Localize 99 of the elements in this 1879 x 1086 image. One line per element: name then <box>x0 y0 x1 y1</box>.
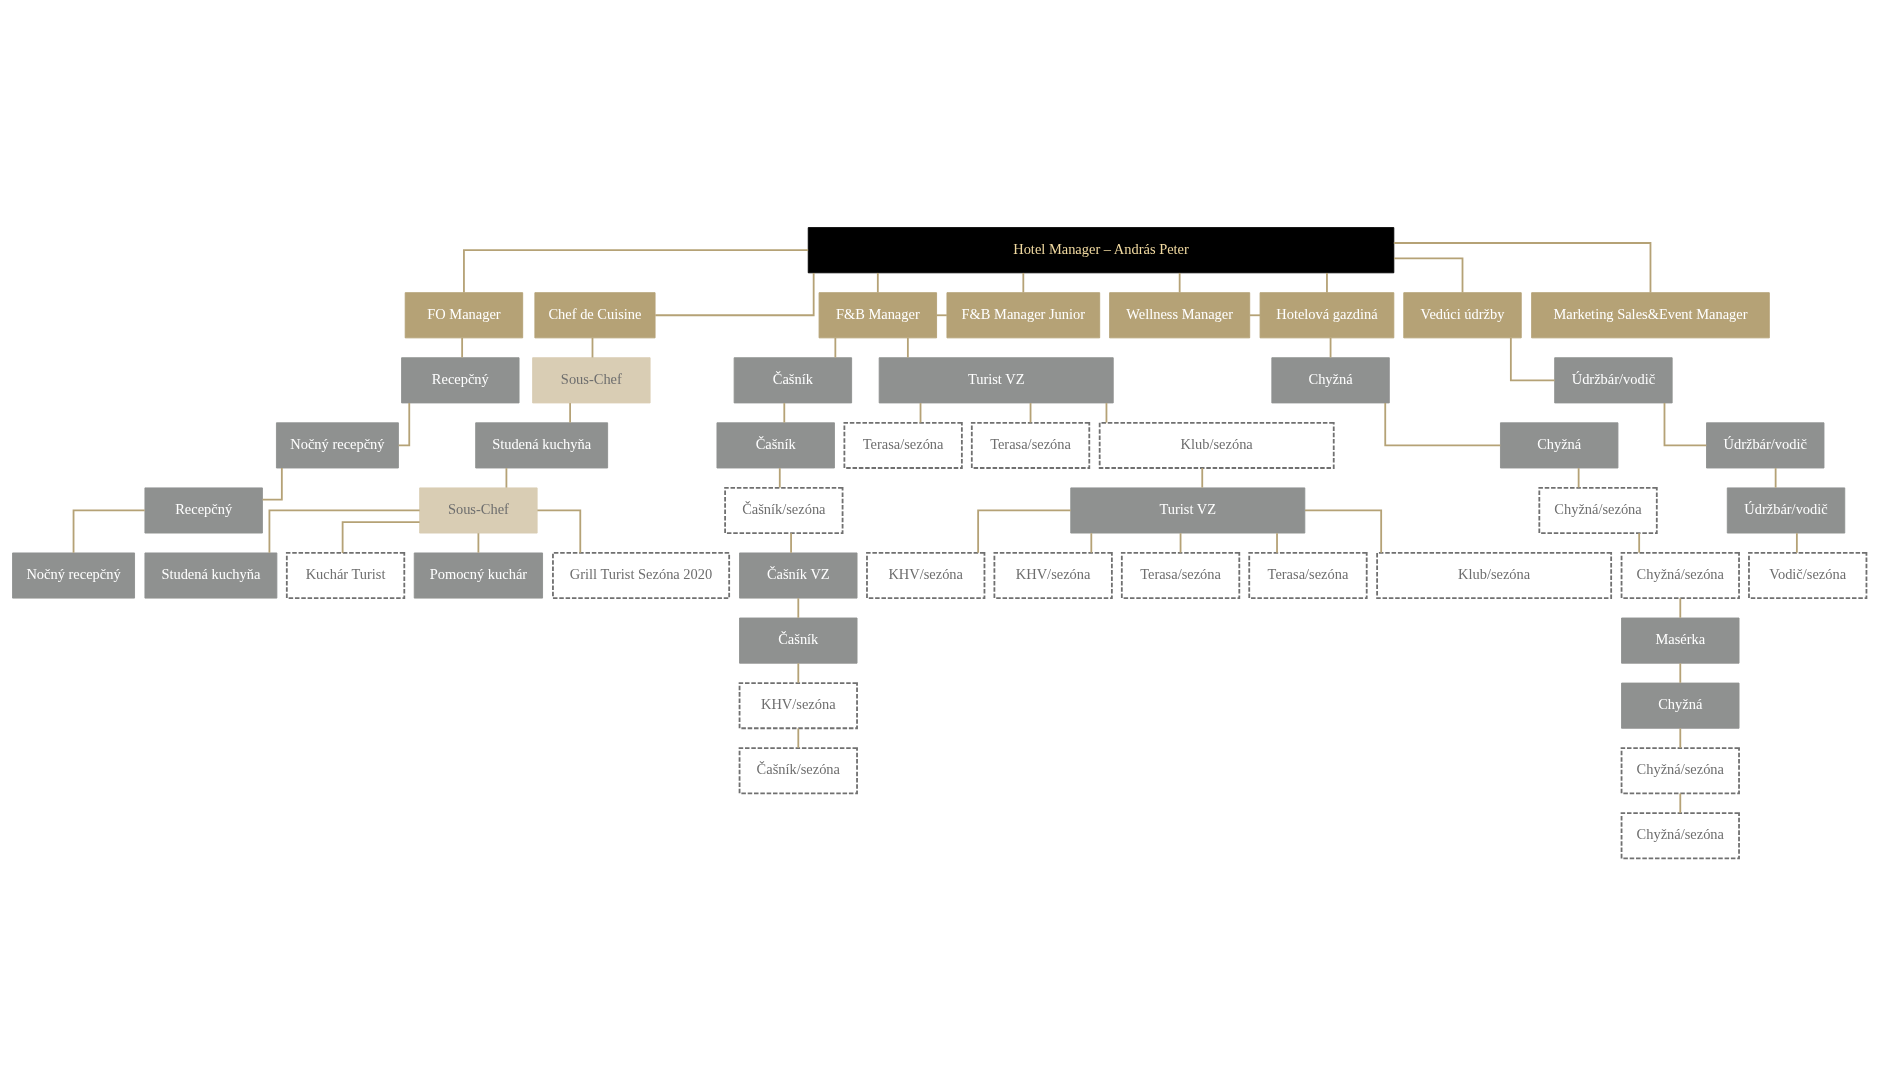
connector <box>1276 532 1278 554</box>
connector <box>1105 402 1108 424</box>
node-box: KHV/sezóna <box>866 552 986 600</box>
node-box: Čašník <box>739 617 858 664</box>
node-box: Chyžná <box>1271 357 1390 404</box>
connector <box>906 337 909 359</box>
node-box: Chyžná <box>1621 682 1740 729</box>
node-box: Nočný recepčný <box>275 422 399 469</box>
node-box: Chyžná/sezóna <box>1620 552 1740 600</box>
connector <box>1392 242 1652 294</box>
node-box: KHV/sezóna <box>993 552 1113 600</box>
connector <box>1178 272 1181 294</box>
connector <box>919 402 922 424</box>
connector <box>1029 402 1032 424</box>
node-box: Vodič/sezóna <box>1748 552 1868 600</box>
connector <box>1679 662 1682 684</box>
connector <box>477 532 480 554</box>
connector <box>1022 272 1025 294</box>
connector <box>876 272 879 294</box>
connector <box>1179 532 1182 554</box>
connector <box>1090 532 1093 554</box>
node-box: Údržbár/vodič <box>1706 422 1825 469</box>
connector <box>1384 402 1502 447</box>
connector <box>1795 532 1798 554</box>
node-box: Sous-Chef <box>532 357 651 404</box>
node-box: Chyžná <box>1500 422 1619 469</box>
connector <box>1577 467 1580 489</box>
node-box: KHV/sezóna <box>738 682 858 730</box>
node-box: Klub/sezóna <box>1098 421 1335 469</box>
node-box: Čašník <box>733 357 853 404</box>
node-box: Čašník/sezóna <box>738 747 858 795</box>
node-box: Hotelová gazdiná <box>1259 292 1395 339</box>
node-box: Chyžná/sezóna <box>1620 812 1740 860</box>
node-box: Hotel Manager – András Peter <box>807 227 1395 274</box>
connector <box>834 337 837 359</box>
node-box: Údržbár/vodič <box>1554 357 1673 404</box>
node-box: Grill Turist Sezóna 2020 <box>552 552 731 600</box>
connector <box>1679 597 1682 619</box>
node-box: Terasa/sezóna <box>970 421 1091 469</box>
connector <box>1663 402 1708 447</box>
connector <box>935 314 948 317</box>
node-box: Klub/sezóna <box>1376 552 1613 600</box>
connector <box>797 727 800 749</box>
connector <box>591 337 594 359</box>
connector <box>341 521 421 554</box>
connector <box>977 509 1072 554</box>
connector <box>654 272 815 317</box>
connector <box>505 467 508 489</box>
connector <box>1509 337 1556 382</box>
connector <box>1326 272 1328 294</box>
node-box: Kuchár Turist <box>285 552 406 600</box>
connector <box>536 509 582 554</box>
node-box: Nočný recepčný <box>12 552 135 599</box>
node-box: Recepčný <box>401 357 520 404</box>
node-box: Masérka <box>1621 617 1740 664</box>
node-box: Terasa/sezóna <box>1248 552 1368 600</box>
connector <box>72 509 146 554</box>
connector <box>1679 727 1682 749</box>
node-box: Terasa/sezóna <box>1120 552 1241 600</box>
connector <box>463 249 810 294</box>
node-box: Údržbár/vodič <box>1726 487 1846 534</box>
node-box: Studená kuchyňa <box>144 552 278 599</box>
connector <box>790 532 792 554</box>
connector <box>783 402 786 424</box>
connector <box>1329 337 1332 359</box>
node-box: Chef de Cuisine <box>534 292 656 339</box>
node-box: Pomocný kuchár <box>413 552 543 599</box>
node-box: Čašník <box>716 422 835 469</box>
node-box: Chyžná/sezóna <box>1620 747 1740 795</box>
node-box: Turist VZ <box>1070 487 1306 534</box>
node-box: Studená kuchyňa <box>475 422 609 469</box>
connector <box>1393 257 1464 294</box>
connector <box>797 597 800 619</box>
node-box: Čašník/sezóna <box>724 486 844 534</box>
connector <box>268 509 421 554</box>
node-box: FO Manager <box>404 292 524 339</box>
node-box: Wellness Manager <box>1109 292 1251 339</box>
connector <box>797 662 800 684</box>
connector <box>261 467 283 501</box>
node-box: Turist VZ <box>878 357 1114 404</box>
node-box: F&B Manager Junior <box>946 292 1101 339</box>
connector <box>1304 509 1383 554</box>
node-box: Recepčný <box>144 487 263 534</box>
node-box: Marketing Sales&Event Manager <box>1531 292 1770 339</box>
connector <box>1248 314 1261 317</box>
node-box: F&B Manager <box>818 292 937 339</box>
connector <box>1201 467 1204 489</box>
connector <box>1638 532 1641 554</box>
connector <box>1774 467 1777 489</box>
connector <box>1679 792 1682 814</box>
connector <box>778 467 781 489</box>
node-box: Terasa/sezóna <box>843 421 963 469</box>
node-box: Chyžná/sezóna <box>1538 486 1658 534</box>
node-box: Sous-Chef <box>419 487 538 534</box>
connector <box>397 402 411 447</box>
node-box: Čašník VZ <box>739 552 858 599</box>
connector <box>461 337 464 359</box>
node-box: Vedúci údržby <box>1403 292 1522 339</box>
connector <box>569 402 572 424</box>
